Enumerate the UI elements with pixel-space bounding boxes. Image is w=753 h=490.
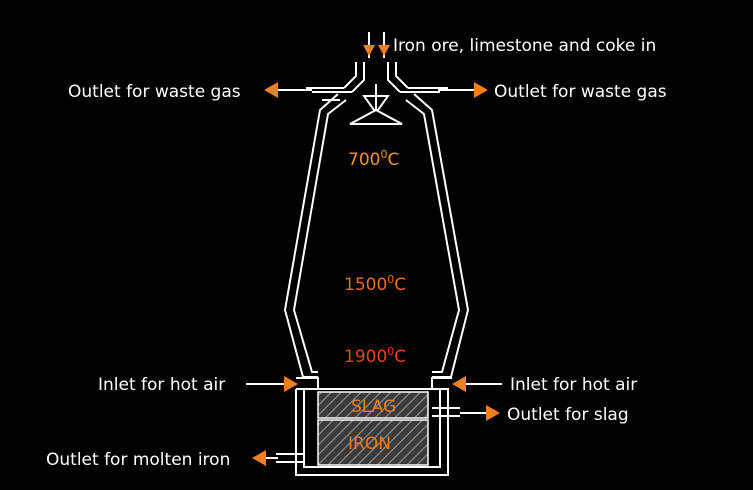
waste-gas-right-arrow xyxy=(438,82,488,98)
hot-air-left-label: Inlet for hot air xyxy=(98,375,225,395)
iron-zone-label: IRON xyxy=(348,434,391,454)
iron-outlet-arrow xyxy=(252,450,278,466)
input-label: Iron ore, limestone and coke in xyxy=(393,36,656,56)
temp-1500: 15000C xyxy=(344,273,406,295)
temp-1900: 19000C xyxy=(344,345,406,367)
temp-700: 7000C xyxy=(348,148,399,170)
slag-outlet-label: Outlet for slag xyxy=(507,405,629,425)
hot-air-right-label: Inlet for hot air xyxy=(510,375,637,395)
slag-layer xyxy=(317,391,429,419)
hot-air-left-arrow xyxy=(246,376,298,392)
waste-gas-left-label: Outlet for waste gas xyxy=(68,82,241,102)
waste-gas-left-arrow xyxy=(264,82,312,98)
iron-layer xyxy=(317,419,429,466)
hot-air-right-arrow xyxy=(452,376,502,392)
slag-outlet-arrow xyxy=(460,405,500,421)
waste-gas-right-label: Outlet for waste gas xyxy=(494,82,667,102)
iron-outlet-label: Outlet for molten iron xyxy=(46,450,230,470)
input-arrow-right xyxy=(378,45,390,56)
input-arrow-left xyxy=(363,45,375,56)
furnace-outline xyxy=(276,32,470,476)
slag-zone-label: SLAG xyxy=(351,397,396,417)
input-arrows xyxy=(363,45,390,56)
